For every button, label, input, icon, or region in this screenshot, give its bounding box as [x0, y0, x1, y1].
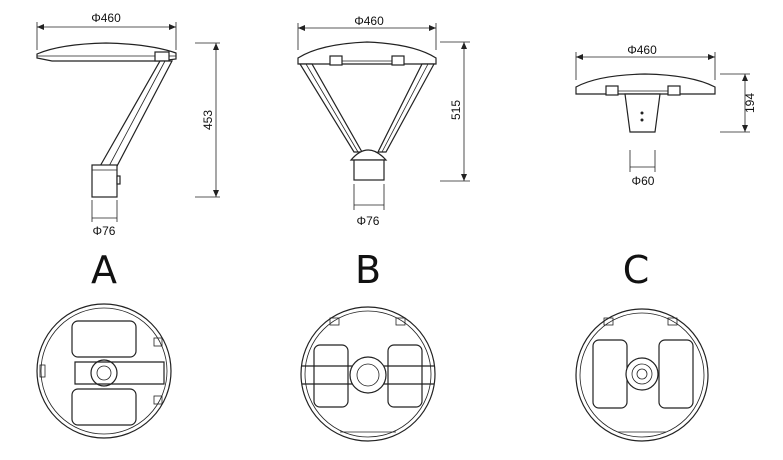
model-a-letter: A — [91, 248, 117, 292]
model-a-bottom-view — [36, 303, 172, 439]
model-a-height-label: 453 — [201, 110, 215, 130]
model-b-base-label: Φ76 — [357, 214, 380, 228]
model-c-letter: C — [623, 248, 650, 292]
model-a-base-label: Φ76 — [93, 224, 116, 238]
model-b-diameter-label: Φ460 — [354, 14, 384, 28]
model-b-side-view: Φ460 515 Φ76 — [297, 14, 470, 228]
model-a-side-view: Φ460 453 Φ76 — [36, 11, 220, 238]
model-b-letter: B — [355, 248, 381, 292]
model-c-height-label: 194 — [743, 93, 757, 113]
model-c-bottom-view — [575, 308, 709, 442]
model-c-base-label: Φ60 — [632, 174, 655, 188]
model-a-diameter-label: Φ460 — [91, 11, 121, 25]
model-c-diameter-label: Φ460 — [627, 43, 657, 57]
model-b-bottom-view — [300, 306, 436, 442]
model-c-side-view: Φ460 194 Φ60 — [575, 43, 757, 188]
model-b-height-label: 515 — [449, 100, 463, 120]
